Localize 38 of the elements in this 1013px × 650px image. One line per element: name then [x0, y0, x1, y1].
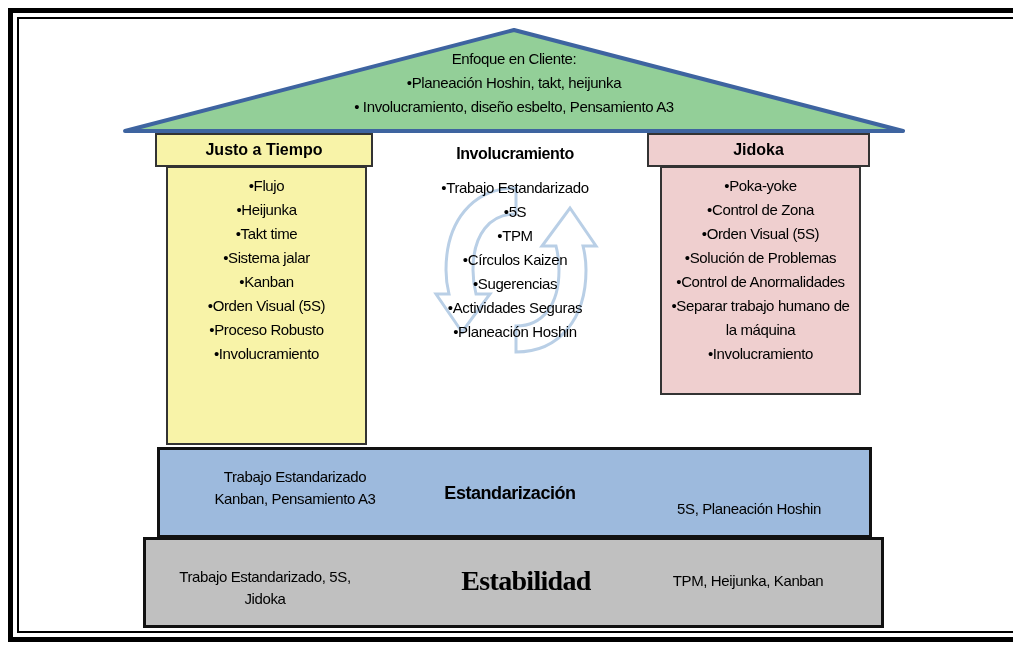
bullet-item: •Solución de Problemas	[684, 248, 837, 268]
bullet-item: •Flujo	[248, 176, 285, 196]
band-text: TPM, Heijunka, Kanban	[671, 571, 825, 591]
bullet-item: •Control de Zona	[707, 200, 814, 220]
bullet-item: •Orden Visual (5S)	[207, 296, 326, 316]
bullet-item: •Separar trabajo humano de la máquina	[670, 296, 851, 340]
foundation-band	[143, 537, 884, 628]
bullet-item: •Proceso Robusto	[209, 320, 324, 340]
bullet-item: •Involucramiento	[707, 344, 814, 364]
roof-item: • Involucramiento, diseño esbelto, Pensamiento A3	[354, 97, 674, 117]
bullet-item: •Takt time	[235, 224, 298, 244]
bullet-item: •Control de Anormalidades	[676, 272, 845, 292]
roof-heading: Enfoque en Cliente:	[451, 49, 577, 69]
band-text: 5S, Planeación Hoshin	[676, 499, 822, 519]
band-title: Estandarización	[443, 482, 577, 504]
bullet-item: •Heijunka	[236, 200, 297, 220]
bullet-item: •Círculos Kaizen	[462, 250, 568, 270]
bullet-item: •Involucramiento	[213, 344, 320, 364]
column-heading: Involucramiento	[456, 144, 574, 164]
pillar-box	[166, 166, 367, 445]
band-title: Estabilidad	[460, 570, 592, 592]
foundation-band	[157, 447, 872, 538]
bullet-item: •Poka-yoke	[724, 176, 797, 196]
roof-item: •Planeación Hoshin, takt, heijunka	[406, 73, 622, 93]
bullet-item: •Kanban	[239, 272, 294, 292]
pillar-box	[660, 166, 861, 395]
bullet-item: •5S	[503, 202, 527, 222]
band-text: Trabajo Estandarizado, 5S, Jidoka	[178, 567, 352, 609]
band-text: Trabajo Estandarizado Kanban, Pensamiento A3	[213, 467, 377, 509]
bullet-item: •TPM	[497, 226, 533, 246]
bullet-item: •Sugerencias	[472, 274, 558, 294]
pillar-header: Justo a Tiempo	[155, 133, 373, 167]
bullet-item: •Orden Visual (5S)	[701, 224, 820, 244]
bullet-item: •Trabajo Estandarizado	[441, 178, 589, 198]
bullet-item: •Sistema jalar	[223, 248, 310, 268]
pillar-header: Jidoka	[647, 133, 870, 167]
bullet-item: •Actividades Seguras	[447, 298, 583, 318]
bullet-item: •Planeación Hoshin	[453, 322, 577, 342]
